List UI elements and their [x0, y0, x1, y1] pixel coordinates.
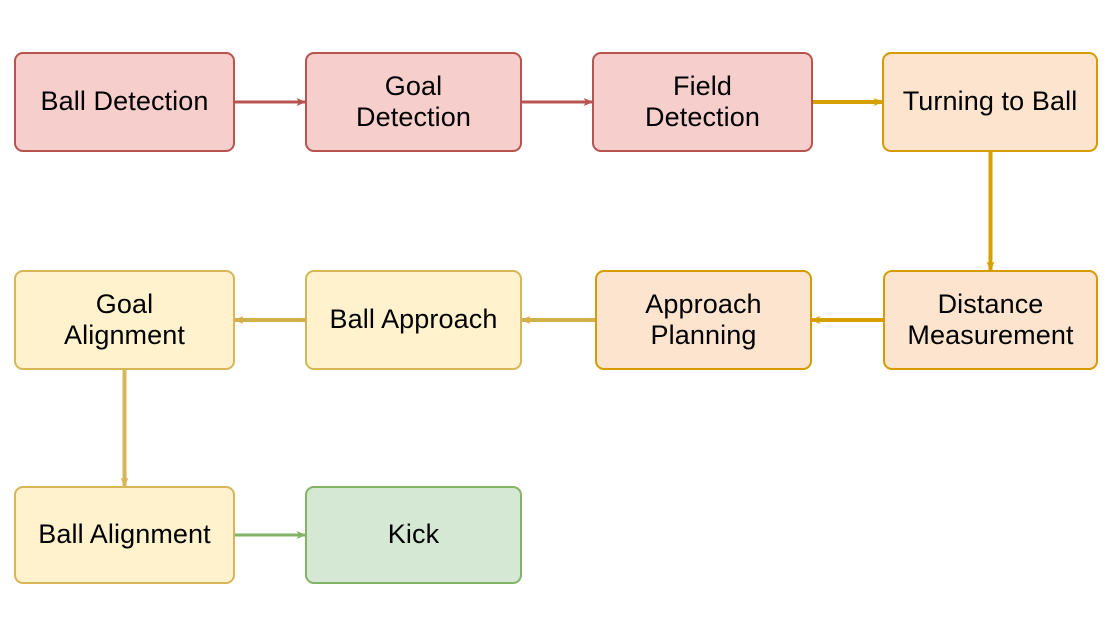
node-field-detection[interactable]: Field Detection — [592, 52, 813, 152]
node-ball-alignment[interactable]: Ball Alignment — [14, 486, 235, 584]
node-label: Approach Planning — [645, 288, 762, 350]
node-label: Turning to Ball — [902, 86, 1078, 117]
node-goal-detection[interactable]: Goal Detection — [305, 52, 522, 152]
node-label: Ball Approach — [329, 304, 498, 335]
node-label: Field Detection — [645, 70, 760, 132]
node-turning-to-ball[interactable]: Turning to Ball — [882, 52, 1098, 152]
node-label: Ball Alignment — [38, 519, 211, 550]
node-ball-approach[interactable]: Ball Approach — [305, 270, 522, 370]
node-label: Goal Detection — [356, 70, 471, 132]
node-label: Ball Detection — [40, 86, 209, 117]
node-label: Goal Alignment — [64, 288, 185, 350]
node-goal-alignment[interactable]: Goal Alignment — [14, 270, 235, 370]
node-label: Kick — [387, 519, 440, 550]
node-kick[interactable]: Kick — [305, 486, 522, 584]
node-ball-detection[interactable]: Ball Detection — [14, 52, 235, 152]
node-label: Distance Measurement — [907, 288, 1074, 350]
node-approach-planning[interactable]: Approach Planning — [595, 270, 812, 370]
node-distance-measurement[interactable]: Distance Measurement — [883, 270, 1098, 370]
